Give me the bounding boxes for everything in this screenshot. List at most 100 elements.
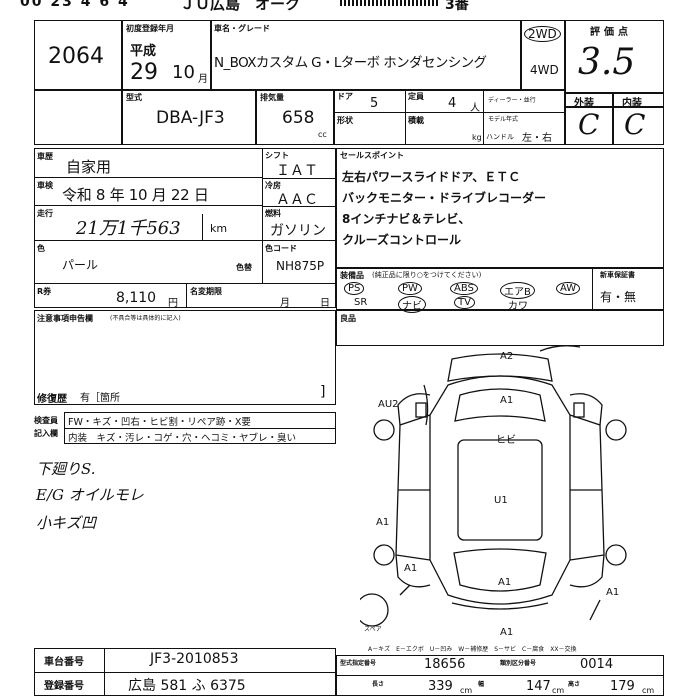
caution-sub: (不具合等は具体的に記入) <box>110 315 181 322</box>
length-label: 長さ <box>372 681 385 688</box>
meigi-label: 名変期限 <box>190 287 222 296</box>
lane-number: 3番 <box>445 0 469 13</box>
dealer-label: ディーラー・並行 <box>488 97 536 104</box>
grade-label: 評価点 <box>590 27 632 38</box>
interior-label: 内装 <box>622 98 642 109</box>
first-reg-label: 初度登録年月 <box>126 24 174 33</box>
handle-value: 左・右 <box>522 133 552 144</box>
cc-unit: cc <box>318 130 327 139</box>
doors-label: ドア <box>337 92 353 101</box>
meigi-day: 日 <box>320 298 330 309</box>
model-code: DBA-JF3 <box>156 108 225 128</box>
merit-label: 良品 <box>340 314 356 323</box>
color-value: パール <box>62 258 99 272</box>
reg-year: 29 <box>130 60 158 85</box>
mark-a1-left: A1 <box>376 517 389 528</box>
plate-number: 広島 581 ふ 6375 <box>128 678 246 694</box>
car-name: N_BOXカスタム G・Lターボ ホンダセンシング <box>214 55 487 71</box>
equip-airbag: エアB <box>500 282 535 299</box>
inspector-label: 検査員記入欄 <box>34 416 58 438</box>
model-year-label: モデル年式 <box>488 116 519 123</box>
length-unit: cm <box>460 686 473 695</box>
repair-label: 修復歴 <box>37 394 67 405</box>
sales-point-block <box>336 148 664 268</box>
type-cert-label: 型式指定番号 <box>340 660 377 667</box>
shift-value: ＩＡＴ <box>276 163 318 179</box>
inspector-row2: 内装 キズ・汚レ・コゲ・穴・ヘコミ・ヤブレ・臭い <box>68 433 297 444</box>
grade-value: 3.5 <box>578 42 636 83</box>
lot-number: 2064 <box>48 44 104 69</box>
car-name-label: 車名・グレード <box>214 24 270 33</box>
ac-value: ＡＡＣ <box>276 192 318 208</box>
equip-tv: TV <box>454 296 475 309</box>
color-code-label: 色コード <box>265 244 297 253</box>
load-label: 積載 <box>408 116 424 125</box>
chassis-number: JF3-2010853 <box>150 651 239 667</box>
plate-label: 登録番号 <box>44 681 84 692</box>
handle-label: ハンドル <box>486 133 514 141</box>
mark-a1-lower-left: A1 <box>404 563 417 574</box>
fuel-label: 燃料 <box>265 209 281 218</box>
width-unit: cm <box>552 686 565 695</box>
class-value: 0014 <box>580 657 614 672</box>
era: 平成 <box>130 44 157 59</box>
shift-label: シフト <box>265 151 289 160</box>
top-code: 00 23 4 6 4 <box>20 0 130 10</box>
recycle-label: R券 <box>37 287 52 296</box>
displacement-label: 排気量 <box>260 93 284 102</box>
mark-a2: A2 <box>500 351 513 362</box>
class-label: 類別区分番号 <box>500 660 537 667</box>
equip-pw: PW <box>398 282 422 295</box>
mark-u1: U1 <box>494 495 508 506</box>
caution-block <box>34 310 336 405</box>
warranty-label: 新車保証書 <box>600 271 635 279</box>
mark-au2: AU2 <box>378 399 399 410</box>
exterior-label: 外装 <box>574 98 594 109</box>
height-label: 高さ <box>568 681 581 688</box>
doors: 5 <box>370 96 379 111</box>
height-value: 179 <box>610 679 635 694</box>
barcode <box>340 0 440 6</box>
repair-bracket: ] <box>320 384 326 400</box>
shaken-value: 令和 8 年 10 月 22 日 <box>62 186 209 204</box>
top-block <box>34 20 664 145</box>
shaken-label: 車検 <box>37 181 53 190</box>
capacity-label: 定員 <box>408 92 424 101</box>
drive-4wd: 4WD <box>530 63 559 77</box>
sales-point-3: 8インチナビ＆テレビ、 <box>342 212 471 226</box>
mileage-label: 走行 <box>37 209 53 218</box>
kg-unit: kg <box>472 133 482 142</box>
mileage-value: 21万1千563 <box>76 218 181 239</box>
capacity-unit: 人 <box>470 103 480 114</box>
sales-point-label: セールスポイント <box>340 151 404 160</box>
registration-block <box>34 148 336 308</box>
warranty-value: 有・無 <box>600 290 637 304</box>
diagram-legend: A－キズ E－エクボ U－凹み W－補修歴 S－サビ C－腐食 XX－交換 <box>368 646 577 653</box>
color-code-value: NH875P <box>276 259 325 273</box>
displacement: 658 <box>282 108 315 128</box>
chassis-label: 車台番号 <box>44 657 84 668</box>
mark-a1-rear: A1 <box>498 577 511 588</box>
equip-sr: SR <box>354 297 368 308</box>
capacity: 4 <box>448 96 457 111</box>
equip-leather: カワ <box>508 301 528 312</box>
fuel-value: ガソリン <box>270 223 326 239</box>
sales-point-2: バックモニター・ドライブレコーダー <box>342 191 547 205</box>
width-label: 幅 <box>478 681 485 688</box>
recycle-unit: 円 <box>168 298 178 309</box>
equip-navi: ナビ <box>398 296 426 313</box>
meigi-month: 月 <box>280 298 290 309</box>
recycle-value: 8,110 <box>116 290 157 306</box>
merit-block <box>336 310 664 346</box>
equipment-sub: (純正品に限り○をつけてください) <box>372 271 482 279</box>
ac-label: 冷房 <box>265 181 281 190</box>
usage-label: 車歴 <box>37 152 53 161</box>
reg-month: 10 <box>172 62 195 83</box>
equipment-label: 装備品 <box>340 271 364 280</box>
usage-value: 自家用 <box>66 158 112 176</box>
shape-label: 形状 <box>337 116 353 125</box>
km-unit: km <box>210 222 228 235</box>
type-cert-value: 18656 <box>424 657 466 672</box>
drive-2wd: 2WD <box>524 26 561 42</box>
venue-name: ＪＵ広島 オーク <box>180 0 301 13</box>
